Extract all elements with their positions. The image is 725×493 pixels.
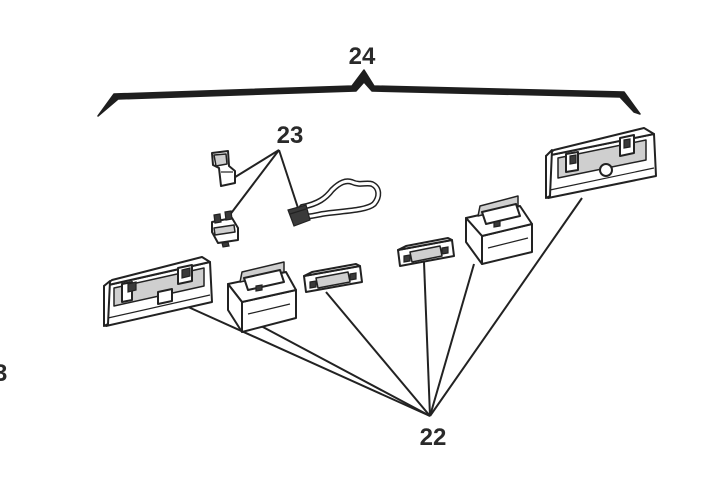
right-small-clip <box>397 237 455 267</box>
left-handle-housing <box>103 256 213 327</box>
callout-23: 23 <box>277 122 304 149</box>
edge-fragment-label: 3 <box>0 360 8 387</box>
switch-connector-part <box>211 210 239 248</box>
callout-22: 22 <box>420 424 447 451</box>
assembly-brace <box>97 69 641 117</box>
leader-lines-22 <box>185 197 583 417</box>
left-small-clip <box>303 263 363 293</box>
leader-lines-23 <box>228 149 299 217</box>
callout-24: 24 <box>349 43 376 70</box>
left-handle-block <box>227 261 297 333</box>
right-handle-block <box>465 195 533 265</box>
latch-clip-part <box>211 150 236 187</box>
wire-harness-part <box>287 178 382 227</box>
right-handle-housing <box>545 127 657 199</box>
